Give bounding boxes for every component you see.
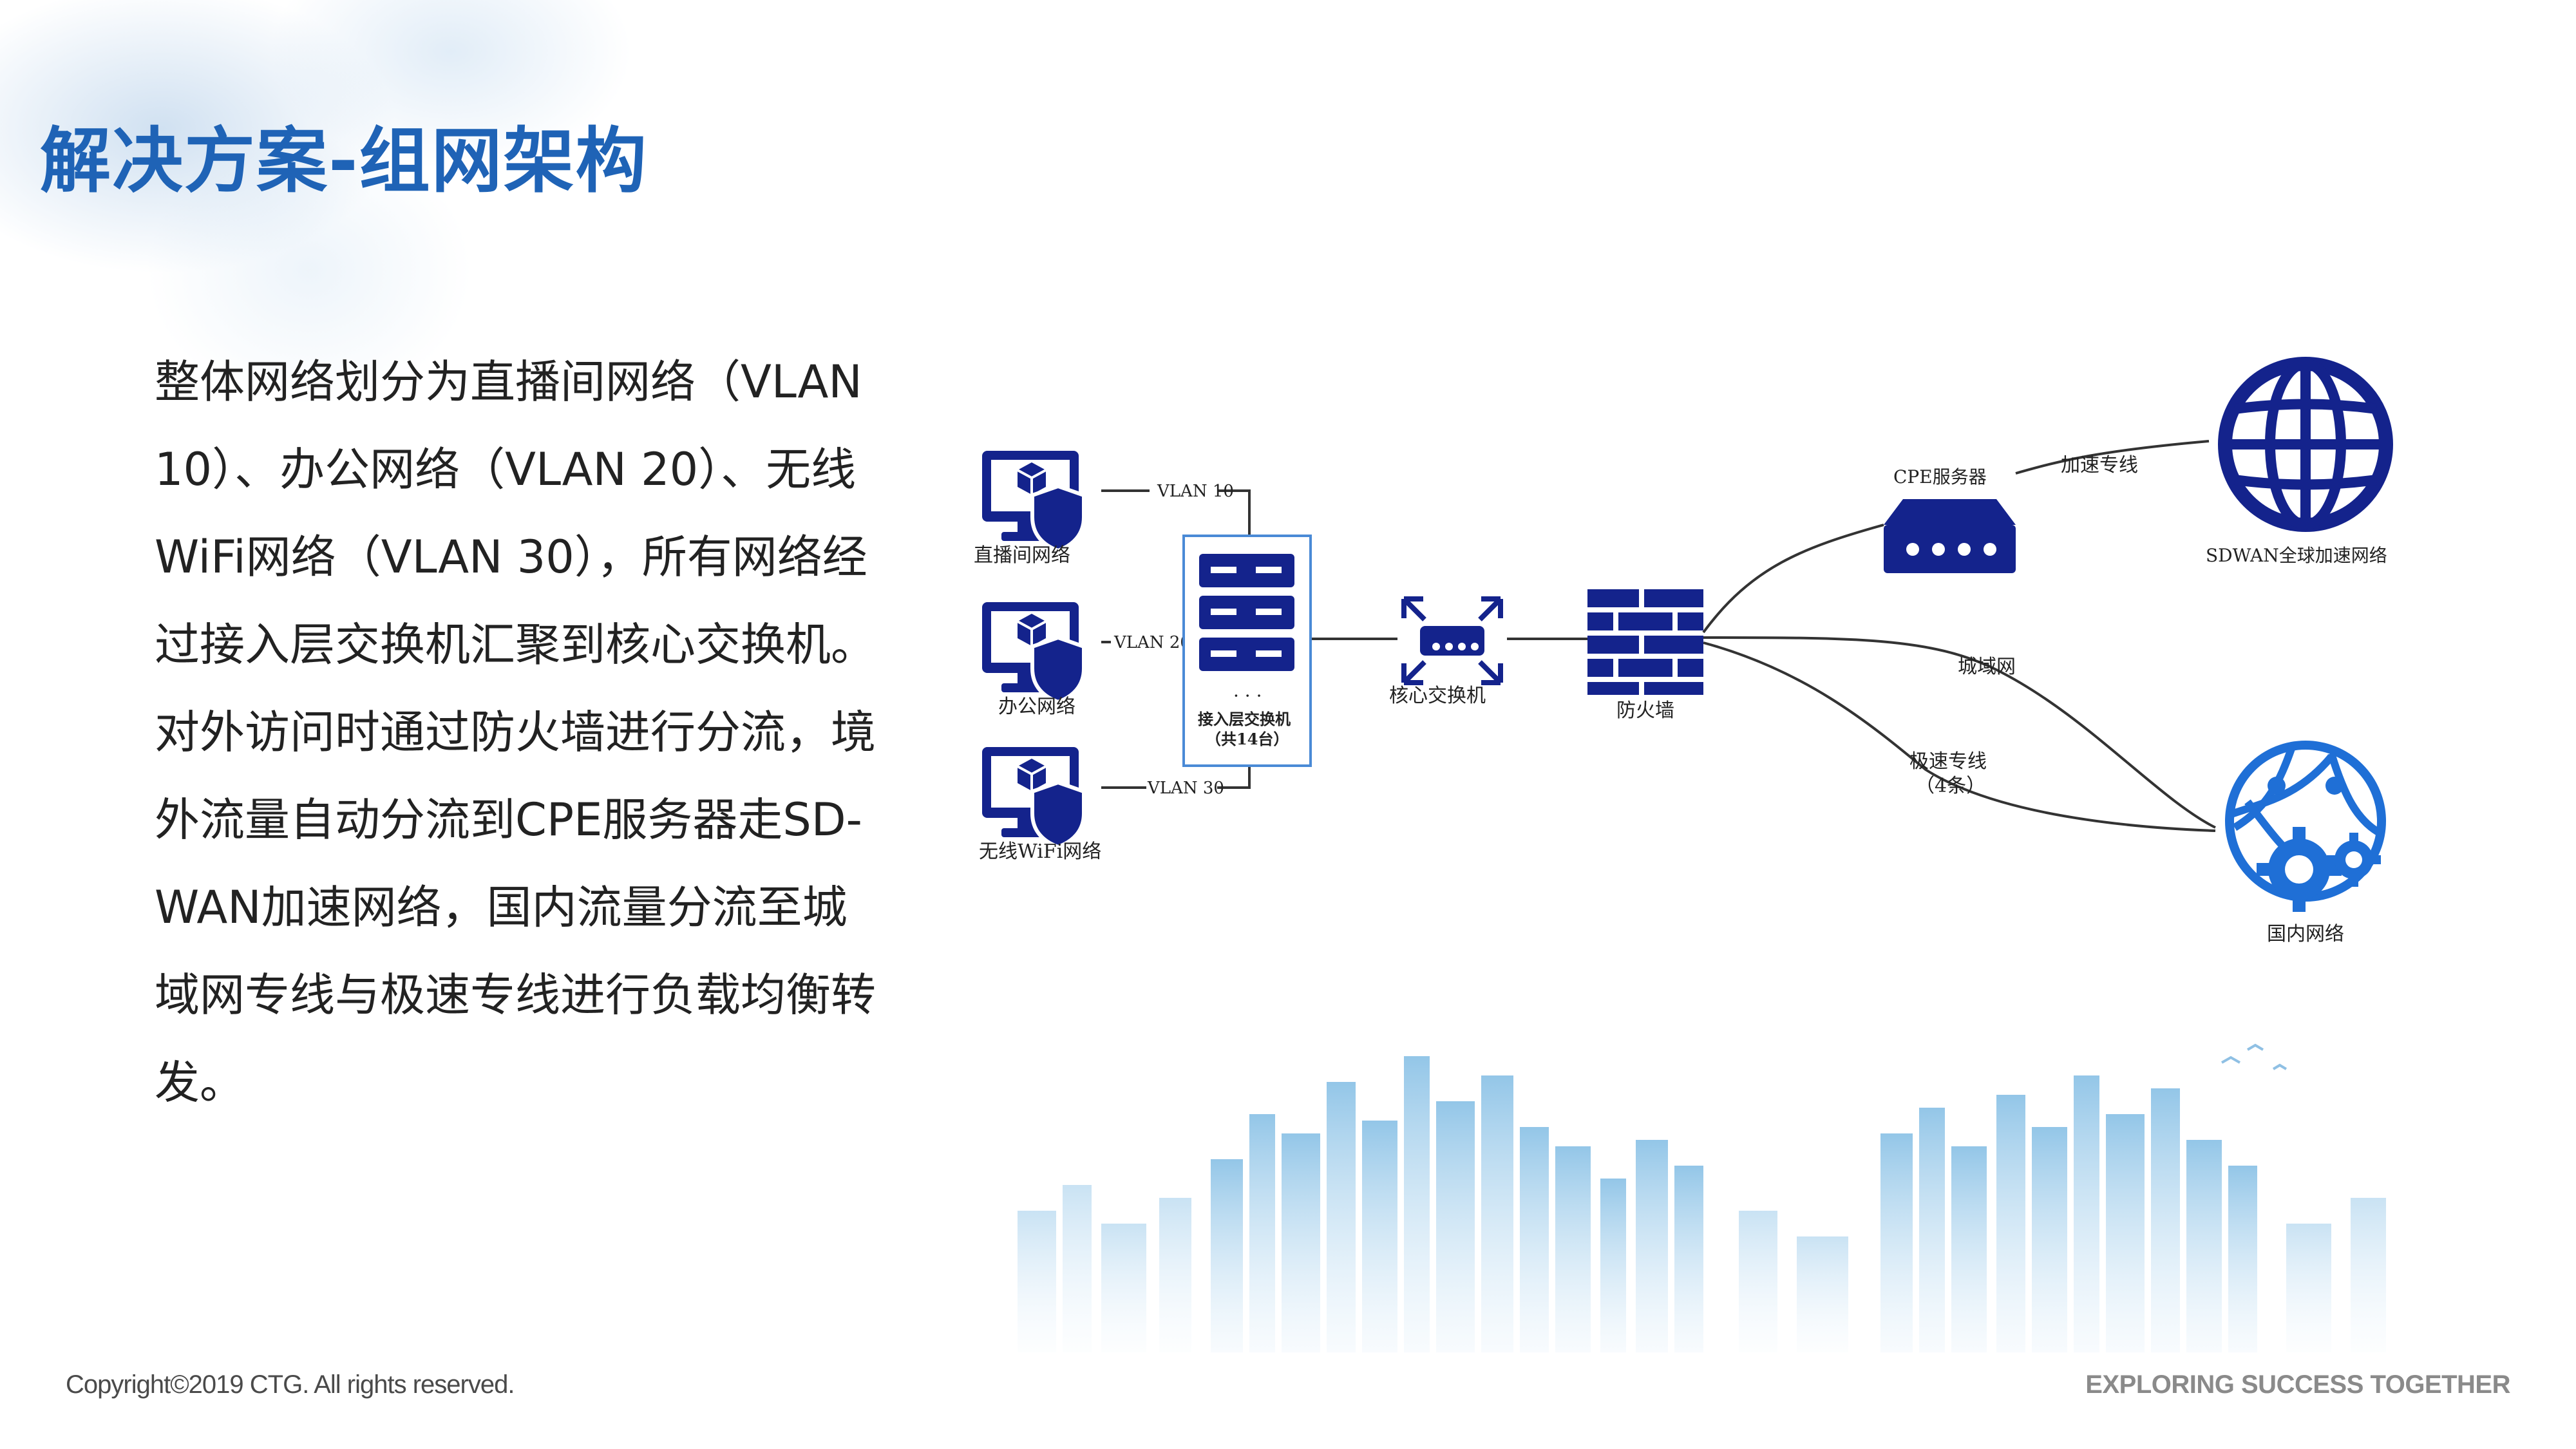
cpe-sdwan-link bbox=[2015, 440, 2210, 475]
monitor-shield-icon bbox=[982, 747, 1086, 849]
label-vlan30: VLAN 30 bbox=[1147, 779, 1224, 798]
label-access-switch-count: （共14台） bbox=[1206, 730, 1289, 748]
label-access-switch: 接入层交换机 bbox=[1198, 710, 1291, 728]
label-cpe-server: CPE服务器 bbox=[1893, 466, 1987, 488]
label-wifi-network: 无线WiFi网络 bbox=[979, 840, 1101, 863]
access-switch-node: · · · 接入层交换机 （共14台） bbox=[1182, 535, 1312, 767]
firewall-cpe-link bbox=[1702, 524, 1884, 634]
globe-icon bbox=[2218, 357, 2393, 532]
core-switch-node: 核心交换机 bbox=[1389, 596, 1503, 707]
express-link bbox=[1703, 641, 2216, 832]
access-switch-dots: · · · bbox=[1233, 685, 1262, 706]
diagram-connectors bbox=[1101, 440, 2216, 832]
label-vlan10: VLAN 10 bbox=[1157, 482, 1234, 501]
label-vlan20: VLAN 20 bbox=[1113, 633, 1191, 652]
copyright-text: Copyright©2019 CTG. All rights reserved. bbox=[66, 1370, 515, 1399]
vlan10-link bbox=[1101, 489, 1251, 541]
metro-link bbox=[1703, 636, 2216, 829]
page-title: 解决方案-组网架构 bbox=[40, 120, 648, 202]
label-domestic: 国内网络 bbox=[2267, 923, 2344, 945]
router-icon bbox=[1884, 499, 2016, 573]
monitor-shield-icon bbox=[982, 602, 1086, 705]
firewall-node: 防火墙 bbox=[1587, 589, 1703, 722]
monitor-shield-icon bbox=[982, 451, 1086, 553]
label-firewall: 防火墙 bbox=[1616, 699, 1674, 722]
wifi-network-node: 无线WiFi网络 bbox=[979, 747, 1101, 863]
description-paragraph: 整体网络划分为直播间网络（VLAN 10）、办公网络（VLAN 20）、无线Wi… bbox=[155, 355, 876, 1109]
network-architecture-diagram: VLAN 10 VLAN 20 VLAN 30 加速专线 城域网 极速专线 （4… bbox=[974, 357, 2393, 945]
label-office-network: 办公网络 bbox=[998, 696, 1075, 718]
cpe-server-node: CPE服务器 bbox=[1884, 466, 2016, 573]
server-stack-icon bbox=[1199, 554, 1294, 671]
label-accel-line: 加速专线 bbox=[2061, 454, 2138, 477]
footer-tagline: EXPLORING SUCCESS TOGETHER bbox=[2085, 1370, 2510, 1399]
vlan30-link bbox=[1101, 763, 1251, 789]
city-skyline-decoration bbox=[1018, 1043, 2386, 1352]
sdwan-node: SDWAN全球加速网络 bbox=[2206, 357, 2393, 566]
label-sdwan: SDWAN全球加速网络 bbox=[2206, 545, 2387, 566]
office-network-node: 办公网络 bbox=[982, 602, 1086, 718]
label-express: 极速专线 bbox=[1909, 750, 1987, 773]
label-live-network: 直播间网络 bbox=[974, 544, 1070, 567]
label-core-switch: 核心交换机 bbox=[1389, 685, 1486, 707]
switch-icon bbox=[1401, 596, 1503, 685]
globe-gear-icon bbox=[2225, 741, 2386, 912]
label-express-count: （4条） bbox=[1915, 775, 1985, 797]
live-network-node: 直播间网络 bbox=[974, 451, 1086, 567]
domestic-node: 国内网络 bbox=[2225, 741, 2386, 945]
label-metro: 城域网 bbox=[1958, 656, 2016, 678]
brick-wall-icon bbox=[1587, 589, 1703, 695]
